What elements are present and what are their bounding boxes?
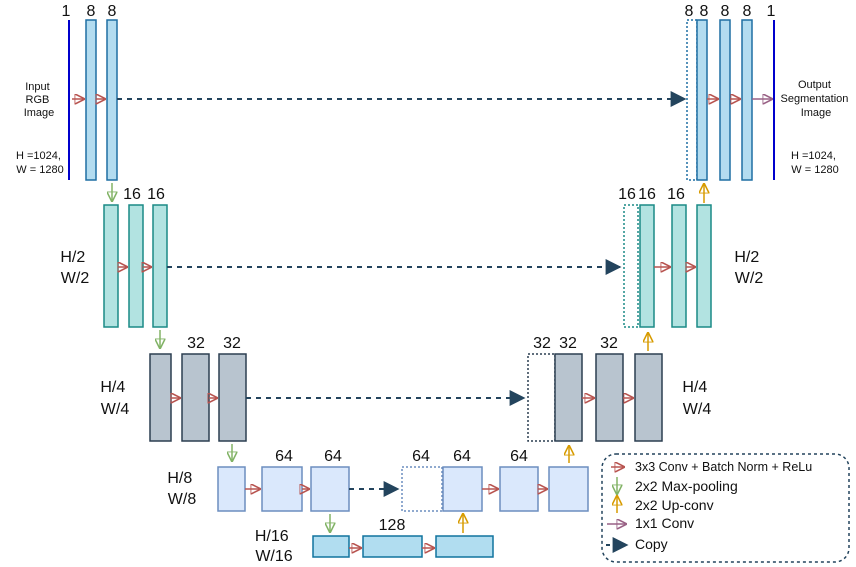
channel-label-l1-d2: 16 xyxy=(667,186,685,203)
legend-upconv-label: 2x2 Up-conv xyxy=(635,497,714,513)
channel-label-l3-copy: 64 xyxy=(412,448,430,465)
level2-dec-block-1 xyxy=(554,353,583,442)
level0-enc-block-2 xyxy=(106,19,118,181)
channel-label-l0-a: 8 xyxy=(87,3,96,20)
level1-dec-block-3 xyxy=(696,204,712,328)
level0-enc-block-1 xyxy=(85,19,97,181)
scale-label-l2-right: H/4 W/4 xyxy=(682,379,711,418)
level3-dec-block-1 xyxy=(442,466,483,512)
level3-enc-block-2 xyxy=(261,466,303,512)
legend-conv1x1-label: 1x1 Conv xyxy=(635,515,694,531)
legend-box xyxy=(601,453,850,563)
legend-copy-label: Copy xyxy=(635,536,668,552)
level4-block-2 xyxy=(362,535,423,558)
input-image-title: Input RGB Image xyxy=(24,81,55,119)
channel-label-l1-a: 16 xyxy=(123,186,141,203)
channel-label-l1-d1: 16 xyxy=(638,186,656,203)
channel-label-l2-copy: 32 xyxy=(533,335,551,352)
level0-copy-block xyxy=(686,19,698,181)
level2-enc-block-3 xyxy=(218,353,247,442)
channel-label-l3-d2: 64 xyxy=(510,448,528,465)
channel-label-l2-b: 32 xyxy=(223,335,241,352)
channel-label-l0-copy: 8 xyxy=(685,3,694,20)
level2-copy-block xyxy=(527,353,556,442)
channel-label-l1-b: 16 xyxy=(147,186,165,203)
channel-label-l3-a: 64 xyxy=(275,448,293,465)
legend-conv-label: 3x3 Conv + Batch Norm + ReLu xyxy=(635,460,812,474)
level3-dec-block-2 xyxy=(499,466,539,512)
level0-dec-block-2 xyxy=(719,19,731,181)
level3-dec-block-3 xyxy=(548,466,589,512)
level0-dec-block-3 xyxy=(741,19,753,181)
channel-label-l2-a: 32 xyxy=(187,335,205,352)
channel-label-l3-b: 64 xyxy=(324,448,342,465)
channel-label-l0-d1: 8 xyxy=(700,3,709,20)
scale-label-l4-left: H/16 W/16 xyxy=(255,528,293,565)
level1-copy-block xyxy=(623,204,639,328)
level2-enc-block-2 xyxy=(181,353,210,442)
level2-dec-block-3 xyxy=(634,353,663,442)
channel-label-l0-d3: 8 xyxy=(743,3,752,20)
level1-enc-block-3 xyxy=(152,204,168,328)
channel-label-l2-d1: 32 xyxy=(559,335,577,352)
channel-label-l2-d2: 32 xyxy=(600,335,618,352)
channel-label-l0-b: 8 xyxy=(108,3,117,20)
channel-label-l0-in: 1 xyxy=(62,3,71,20)
channel-label-l0-out: 1 xyxy=(767,3,776,20)
level1-dec-block-1 xyxy=(639,204,655,328)
channel-label-l0-d2: 8 xyxy=(721,3,730,20)
channel-label-l3-d1: 64 xyxy=(453,448,471,465)
level0-dec-block-1 xyxy=(696,19,708,181)
level2-enc-block-1 xyxy=(149,353,172,442)
level3-copy-block xyxy=(401,466,443,512)
level3-enc-block-1 xyxy=(217,466,246,512)
scale-label-l2-left: H/4 W/4 xyxy=(100,379,129,418)
scale-label-l1-left: H/2 W/2 xyxy=(60,249,89,287)
output-image-title: Output Segmentation Image xyxy=(781,79,852,119)
scale-label-l1-right: H/2 W/2 xyxy=(734,249,763,287)
output-image-size: H =1024, W = 1280 xyxy=(791,150,839,176)
level3-enc-block-3 xyxy=(310,466,350,512)
scale-label-l3-left: H/8 W/8 xyxy=(167,470,196,508)
channel-label-l4: 128 xyxy=(379,517,406,534)
level1-enc-block-2 xyxy=(128,204,144,328)
level2-dec-block-2 xyxy=(595,353,624,442)
level1-enc-block-1 xyxy=(103,204,119,328)
level4-block-3 xyxy=(435,535,494,558)
legend: 3x3 Conv + Batch Norm + ReLu 2x2 Max-poo… xyxy=(601,453,850,563)
level4-block-1 xyxy=(312,535,350,558)
channel-label-l1-copy: 16 xyxy=(618,186,636,203)
legend-pool-label: 2x2 Max-pooling xyxy=(635,478,738,494)
level1-dec-block-2 xyxy=(671,204,687,328)
input-image-size: H =1024, W = 1280 xyxy=(16,150,64,176)
